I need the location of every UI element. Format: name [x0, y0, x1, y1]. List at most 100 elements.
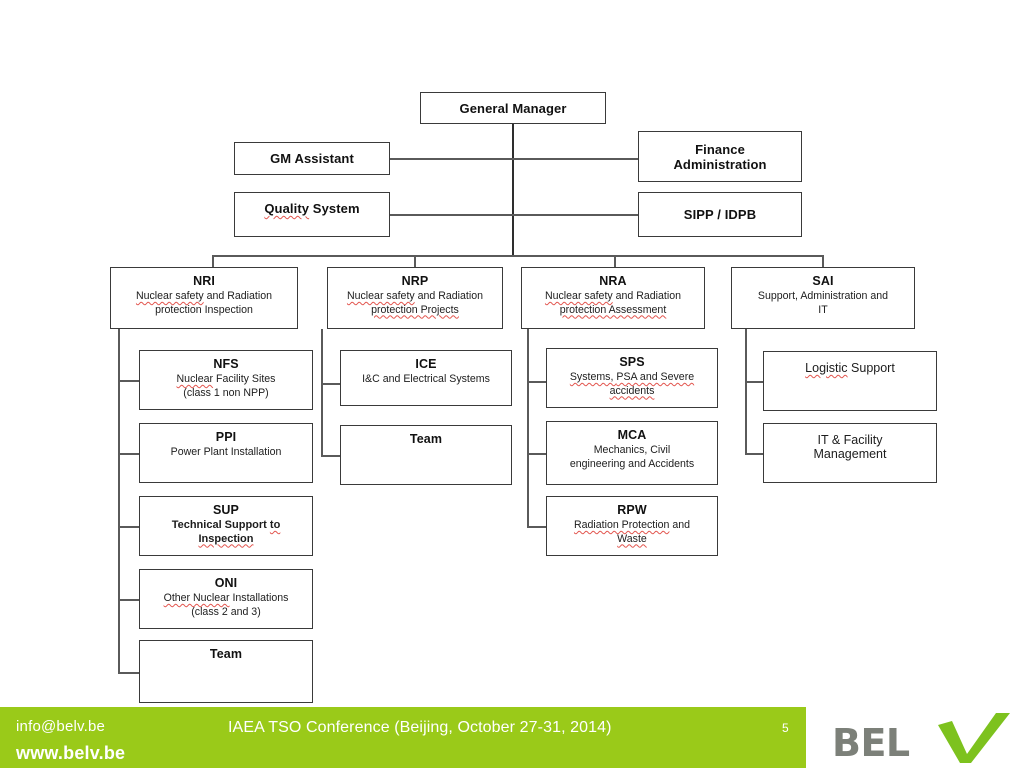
node-subtitle-c: Inspection: [198, 532, 254, 545]
connector-stub-oni: [118, 599, 139, 601]
node-title-line1: Finance: [695, 141, 745, 157]
logo-text-bel: BEL: [832, 721, 910, 765]
connector-stub-mca: [527, 453, 546, 455]
node-gm-assistant[interactable]: GM Assistant: [234, 142, 390, 175]
node-code: PPI: [215, 430, 237, 444]
node-quality-system[interactable]: Quality System: [234, 192, 390, 237]
node-subtitle: Other Nuclear Installations(class 2 and …: [160, 592, 293, 619]
node-subtitle-a: Nuclear safety: [346, 290, 415, 302]
footer-email[interactable]: info@belv.be: [16, 718, 106, 735]
node-subtitle-b: Installations: [229, 592, 289, 604]
node-code: Team: [409, 432, 443, 446]
node-nri-team[interactable]: Team: [139, 640, 313, 703]
connector-quality-system: [390, 214, 514, 216]
node-subtitle: I&C and Electrical Systems: [362, 373, 490, 385]
node-subtitle-c: protection Projects: [371, 303, 459, 316]
connector-drop-nra: [614, 255, 616, 268]
node-subtitle-b: PSA and Severe: [616, 371, 695, 383]
connector-stub-logistic: [745, 381, 763, 383]
node-subtitle-a: Nuclear: [176, 373, 214, 385]
node-ice[interactable]: ICE I&C and Electrical Systems: [340, 350, 512, 406]
node-subtitle-c: (class 2 and 3): [191, 605, 261, 618]
connector-stub-ppi: [118, 453, 139, 455]
node-ppi[interactable]: PPI Power Plant Installation: [139, 423, 313, 483]
connector-drop-nrp: [414, 255, 416, 268]
connector-stub-nri-team: [118, 672, 139, 674]
node-subtitle-b: and: [669, 519, 691, 531]
node-subtitle-a: Mechanics, Civil: [593, 444, 671, 456]
node-subtitle-a: Logistic: [805, 361, 848, 375]
node-subtitle-b: Support: [847, 361, 895, 375]
connector-stub-nfs: [118, 380, 139, 382]
node-subtitle-a: Support, Administration and: [757, 290, 889, 302]
node-title: GM Assistant: [270, 151, 354, 166]
node-subtitle-b: and Radiation: [203, 290, 273, 302]
node-general-manager[interactable]: General Manager: [420, 92, 606, 124]
node-code: NRP: [401, 274, 429, 288]
node-subtitle-a: Other Nuclear: [163, 592, 230, 604]
footer-conference-title: IAEA TSO Conference (Beijing, October 27…: [228, 719, 612, 736]
connector-stub-nrp-team: [321, 455, 340, 457]
node-code: SAI: [812, 274, 834, 288]
node-subtitle-b: to: [269, 519, 281, 531]
node-code: ICE: [415, 357, 437, 371]
node-code: NRI: [193, 274, 215, 288]
node-code: RPW: [617, 503, 647, 517]
node-subtitle-a: Radiation Protection: [573, 519, 670, 531]
node-subtitle-c: Waste: [617, 532, 647, 545]
connector-rail-nra: [527, 329, 529, 526]
node-oni[interactable]: ONI Other Nuclear Installations(class 2 …: [139, 569, 313, 629]
footer-page-number: 5: [782, 721, 789, 735]
connector-rail-sai: [745, 329, 747, 454]
node-title-part1: Quality: [264, 201, 310, 216]
organisation-chart: General Manager GM Assistant Quality Sys…: [110, 92, 937, 703]
node-code: ONI: [214, 576, 238, 590]
node-logistic-support[interactable]: Logistic Support: [763, 351, 937, 411]
node-nrp-team[interactable]: Team: [340, 425, 512, 485]
node-code: SUP: [212, 503, 239, 517]
node-title: Quality System: [264, 201, 359, 216]
footer-website[interactable]: www.belv.be: [16, 743, 126, 763]
logo-checkmark-v-icon: [938, 713, 1010, 763]
node-subtitle: Power Plant Installation: [170, 446, 282, 458]
node-subtitle-c: Management: [813, 446, 887, 461]
node-finance-administration[interactable]: Finance Administration: [638, 131, 802, 182]
node-sipp-idpb[interactable]: SIPP / IDPB: [638, 192, 802, 237]
connector-finance: [512, 158, 638, 160]
node-title-part2: System: [309, 201, 360, 216]
connector-sipp: [512, 214, 638, 216]
connector-stub-ice: [321, 383, 340, 385]
node-subtitle-c: protection Inspection: [155, 303, 253, 316]
node-subtitle-c: engineering and Accidents: [569, 457, 695, 470]
node-subtitle-b: and Radiation: [414, 290, 484, 302]
footer-green-band: [0, 707, 806, 768]
node-nfs[interactable]: NFS Nuclear Facility Sites(class 1 non N…: [139, 350, 313, 410]
connector-stub-it-facility: [745, 453, 763, 455]
node-subtitle-c: (class 1 non NPP): [183, 386, 269, 399]
node-title: SIPP / IDPB: [683, 207, 757, 222]
connector-stub-rpw: [527, 526, 546, 528]
node-title-line2: Administration: [673, 156, 767, 172]
connector-gm-assistant: [390, 158, 514, 160]
node-subtitle: Nuclear Facility Sites(class 1 non NPP): [173, 373, 280, 400]
connector-rail-nrp: [321, 329, 323, 455]
connector-gm-spine: [512, 124, 514, 256]
node-subtitle-c: IT: [818, 303, 828, 316]
node-code: NFS: [213, 357, 239, 371]
node-code: Team: [209, 647, 243, 661]
